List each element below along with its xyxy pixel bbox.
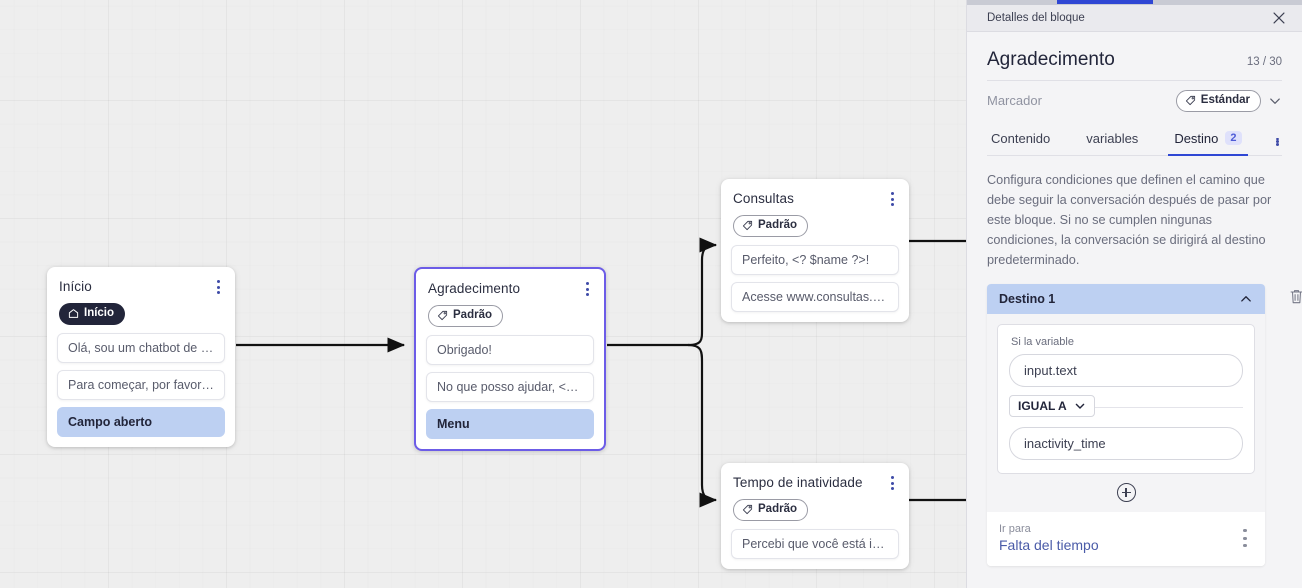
node-messages: Olá, sou um chatbot de teste! Para começ… [47, 332, 235, 437]
block-details-panel: Detalles del bloque Agradecimento 13 / 3… [966, 0, 1302, 588]
node-header: Tempo de inatividade Padrão [721, 463, 909, 529]
node-message[interactable]: Obrigado! [426, 334, 594, 365]
flow-node-consultas[interactable]: Consultas Padrão Perfeito, <? $name ?>! … [721, 179, 909, 322]
node-header: Consultas Padrão [721, 179, 909, 245]
tab-count-badge: 2 [1225, 131, 1242, 146]
goto-label: Ir para [999, 523, 1031, 536]
add-condition-row [997, 474, 1255, 513]
node-message-highlight[interactable]: Campo aberto [57, 406, 225, 437]
active-tab-indicator [1057, 0, 1153, 4]
tab-label: variables [1086, 130, 1139, 146]
destination-card: Destino 1 Si la variable IGUAL A [987, 284, 1302, 567]
marker-label: Marcador [987, 93, 1042, 109]
node-message-highlight[interactable]: Menu [426, 408, 594, 439]
node-message[interactable]: Percebi que você está inativo. C... [731, 528, 899, 559]
goto-texts: Ir para Falta del tiempo [999, 523, 1237, 553]
operator-select[interactable]: IGUAL A [1009, 395, 1095, 418]
marker-row: Marcador Estándar [987, 80, 1282, 122]
condition-label: Si la variable [1011, 336, 1074, 349]
tag-icon [742, 505, 753, 515]
goto-row[interactable]: Ir para Falta del tiempo [987, 512, 1265, 567]
operator-label: IGUAL A [1018, 399, 1067, 414]
node-badge-inicio: Início [59, 303, 126, 325]
node-message[interactable]: Olá, sou um chatbot de teste! [57, 332, 225, 363]
node-badge-label: Padrão [758, 503, 797, 515]
node-title: Tempo de inatividade [733, 475, 863, 490]
destination-header[interactable]: Destino 1 [987, 284, 1265, 315]
block-title-row: Agradecimento 13 / 30 [967, 32, 1302, 80]
node-menu-button[interactable] [884, 474, 900, 492]
close-icon[interactable] [1270, 9, 1288, 27]
tabs-overflow-menu-button[interactable] [1274, 135, 1282, 155]
plus-circle-icon[interactable] [1116, 483, 1136, 503]
goto-value: Falta del tiempo [999, 537, 1099, 554]
condition-box: Si la variable IGUAL A [997, 324, 1255, 475]
node-header: Agradecimento Padrão [416, 269, 604, 335]
flow-canvas[interactable]: Início Início Olá, sou um chatbot de tes… [0, 0, 968, 588]
node-badge-padrao: Padrão [733, 215, 808, 237]
char-counter: 13 / 30 [1246, 56, 1282, 68]
tab-variables[interactable]: variables [1082, 127, 1142, 155]
node-badge-label: Início [84, 307, 115, 319]
goto-menu-button[interactable] [1237, 529, 1253, 548]
flow-edges [236, 237, 968, 508]
home-icon [68, 309, 79, 319]
flow-node-tempo-de-inatividade[interactable]: Tempo de inatividade Padrão Percebi que … [721, 463, 909, 569]
node-messages: Perfeito, <? $name ?>! Acesse www.consul… [721, 244, 909, 312]
trash-icon[interactable] [1289, 288, 1302, 305]
tab-contenido[interactable]: Contenido [987, 127, 1054, 155]
panel-header-title: Detalles del bloque [987, 12, 1085, 24]
node-menu-button[interactable] [210, 278, 226, 296]
node-messages: Obrigado! No que posso ajudar, <? $name … [416, 334, 604, 439]
node-message[interactable]: Para começar, por favor digite o ... [57, 369, 225, 400]
chevron-down-icon[interactable] [1268, 94, 1282, 108]
node-title: Início [59, 279, 92, 294]
destination-description: Configura condiciones que definen el cam… [987, 172, 1272, 268]
node-menu-button[interactable] [884, 190, 900, 208]
block-name: Agradecimento [987, 49, 1115, 70]
tab-destino[interactable]: Destino 2 [1168, 127, 1248, 156]
tag-icon [437, 311, 448, 321]
node-header: Início Início [47, 267, 235, 333]
panel-header: Detalles del bloque [967, 5, 1302, 32]
chevron-down-icon [1075, 403, 1084, 409]
tab-label: Destino [1174, 130, 1219, 146]
node-message[interactable]: No que posso ajudar, <? $name ... [426, 371, 594, 402]
panel-top-indicator-bar [967, 0, 1302, 5]
node-messages: Percebi que você está inativo. C... [721, 528, 909, 559]
flow-node-agradecimento[interactable]: Agradecimento Padrão Obrigado! No que po… [414, 267, 606, 451]
variable-input[interactable] [1009, 354, 1243, 388]
flow-node-inicio[interactable]: Início Início Olá, sou um chatbot de tes… [47, 267, 235, 447]
marker-chip-label: Estándar [1200, 94, 1250, 106]
node-badge-padrao: Padrão [428, 305, 503, 327]
destination-title: Destino 1 [999, 292, 1056, 307]
operator-row: IGUAL A [1009, 395, 1243, 419]
node-title: Consultas [733, 191, 794, 206]
node-message[interactable]: Perfeito, <? $name ?>! [731, 244, 899, 275]
compare-value-input[interactable] [1009, 427, 1243, 461]
node-menu-button[interactable] [579, 280, 595, 298]
tag-icon [742, 221, 753, 231]
destination-card-inner: Destino 1 Si la variable IGUAL A [987, 284, 1265, 567]
node-badge-label: Padrão [758, 219, 797, 231]
chevron-up-icon[interactable] [1239, 292, 1253, 306]
node-title: Agradecimento [428, 281, 521, 296]
node-badge-label: Padrão [453, 309, 492, 321]
tag-icon [1185, 96, 1195, 106]
panel-body: Agradecimento 13 / 30 Marcador Estándar … [967, 32, 1302, 588]
node-message[interactable]: Acesse www.consultas.com par... [731, 281, 899, 312]
node-badge-padrao: Padrão [733, 499, 808, 521]
marker-chip[interactable]: Estándar [1175, 90, 1261, 112]
tab-label: Contenido [991, 130, 1051, 146]
panel-tabs: Contenido variables Destino 2 [987, 127, 1282, 156]
condition-wrapper: Si la variable IGUAL A [987, 314, 1265, 513]
